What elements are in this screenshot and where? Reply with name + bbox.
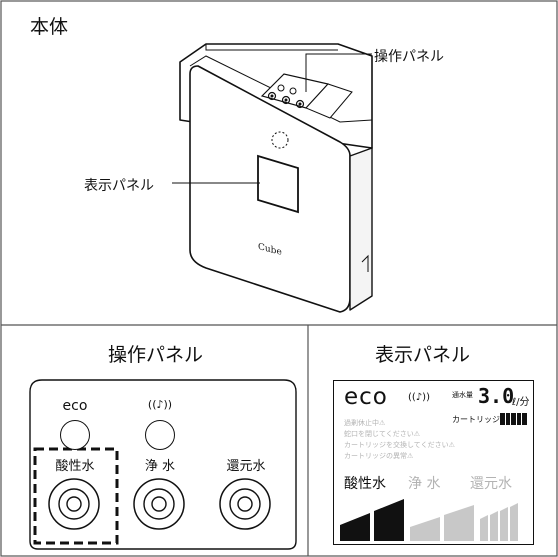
lcd-flow-unit: ℓ/分 bbox=[512, 397, 530, 408]
lcd-warning: 過剰休止中⚠ bbox=[344, 419, 386, 427]
lcd-mode-alkaline: 還元水 bbox=[470, 476, 512, 492]
lcd-cartridge-level bbox=[500, 413, 527, 425]
lcd-eco-indicator: eco bbox=[344, 384, 388, 410]
pure-water-button-label: 浄 水 bbox=[144, 459, 176, 474]
alkaline-water-button-rings bbox=[219, 478, 271, 530]
lcd-sound-icon: ((♪)) bbox=[408, 392, 430, 403]
lcd-mode-acidic: 酸性水 bbox=[344, 476, 386, 492]
body-section-title: 本体 bbox=[30, 16, 69, 38]
lcd-mode-pure: 浄 水 bbox=[408, 476, 441, 492]
lcd-warning: カートリッジを交換してください⚠ bbox=[344, 441, 455, 449]
pure-water-button-rings bbox=[133, 478, 185, 530]
lcd-warning: 蛇口を閉じてください⚠ bbox=[344, 430, 421, 438]
lcd-flow-label: 通水量 bbox=[452, 391, 473, 399]
sound-button-label: ((♪)) bbox=[147, 398, 173, 411]
operation-panel-callout: 操作パネル bbox=[374, 49, 444, 65]
sound-button[interactable] bbox=[145, 420, 175, 450]
acidic-water-button-label: 酸性水 bbox=[55, 459, 95, 474]
acidic-water-button[interactable] bbox=[48, 478, 100, 530]
lcd-warning: カートリッジの異常⚠ bbox=[344, 452, 414, 460]
eco-button-label: eco bbox=[62, 398, 88, 414]
acidic-water-button-rings bbox=[48, 478, 100, 530]
lcd-level-bars bbox=[340, 499, 518, 541]
display-panel-title: 表示パネル bbox=[375, 344, 471, 366]
eco-button[interactable] bbox=[60, 420, 90, 450]
operation-panel-title: 操作パネル bbox=[108, 344, 204, 366]
alkaline-water-button[interactable] bbox=[219, 478, 271, 530]
lcd-cartridge-label: カートリッジ bbox=[452, 415, 500, 424]
lcd-flow-value: 3.0 bbox=[478, 384, 515, 408]
water-purifier-device-illustration bbox=[172, 43, 373, 313]
pure-water-button[interactable] bbox=[133, 478, 185, 530]
display-panel-callout: 表示パネル bbox=[84, 178, 154, 194]
alkaline-water-button-label: 還元水 bbox=[226, 459, 266, 474]
